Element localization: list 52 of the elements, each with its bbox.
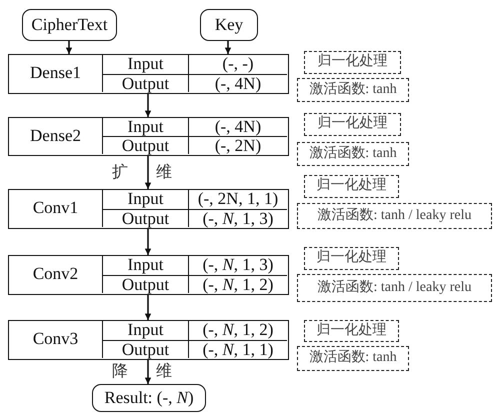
- note-box: 归一化处理: [304, 51, 401, 74]
- shape-value: (-, N, 1, 1): [188, 340, 287, 358]
- layer-name: Conv3: [32, 328, 80, 350]
- edge-label: 扩维: [112, 164, 200, 180]
- row-label: Input: [102, 321, 188, 340]
- note-box: 激活函数: tanh: [297, 142, 409, 166]
- layer-table: [8, 255, 289, 295]
- note-box: 归一化处理: [304, 247, 399, 270]
- row-label: Output: [102, 274, 188, 293]
- shape-value: (-, N, 1, 3): [188, 256, 287, 274]
- layer-name: Dense1: [29, 62, 82, 84]
- layer-name: Conv1: [32, 197, 80, 219]
- note-box: 激活函数: tanh: [297, 346, 409, 371]
- layer-name: Dense2: [29, 125, 82, 147]
- layer-name: Conv2: [32, 263, 80, 285]
- row-label: Input: [102, 256, 188, 274]
- note-box: 归一化处理: [304, 320, 399, 342]
- shape-value: (-, 4N): [188, 74, 287, 92]
- shape-value: (-, N, 1, 2): [188, 321, 287, 340]
- terminal-box: Result: (-, N): [92, 384, 206, 412]
- note-box: 归一化处理: [304, 113, 401, 136]
- shape-value: (-, 4N): [188, 118, 287, 136]
- row-label: Output: [102, 340, 188, 358]
- arrow: [144, 295, 152, 320]
- arrow: [144, 94, 152, 117]
- row-label: Output: [102, 208, 188, 227]
- row-label: Input: [102, 118, 188, 136]
- terminal-box: CipherText: [22, 9, 117, 41]
- arrow: [144, 229, 152, 255]
- layer-table: [8, 320, 289, 360]
- layer-table: [8, 189, 289, 229]
- layer-table: [8, 54, 289, 94]
- arrow: [66, 41, 72, 54]
- arrow: [224, 41, 232, 54]
- row-label: Input: [102, 55, 188, 74]
- arrow: [144, 156, 152, 189]
- terminal-box: Key: [200, 9, 258, 41]
- edge-label: 降维: [112, 364, 200, 380]
- shape-value: (-, 2N): [188, 136, 287, 154]
- shape-value: (-, N, 1, 3): [188, 208, 287, 227]
- row-label: Output: [102, 74, 188, 92]
- note-box: 激活函数: tanh / leaky relu: [297, 274, 492, 302]
- note-box: 激活函数: tanh / leaky relu: [297, 203, 492, 229]
- shape-value: (-, N, 1, 2): [188, 274, 287, 293]
- layer-table: [8, 117, 289, 156]
- note-box: 激活函数: tanh: [297, 78, 409, 102]
- row-label: Input: [102, 190, 188, 208]
- shape-value: (-, -): [188, 55, 287, 74]
- note-box: 归一化处理: [304, 175, 399, 198]
- shape-value: (-, 2N, 1, 1): [188, 190, 287, 208]
- arrow: [144, 360, 152, 384]
- row-label: Output: [102, 136, 188, 154]
